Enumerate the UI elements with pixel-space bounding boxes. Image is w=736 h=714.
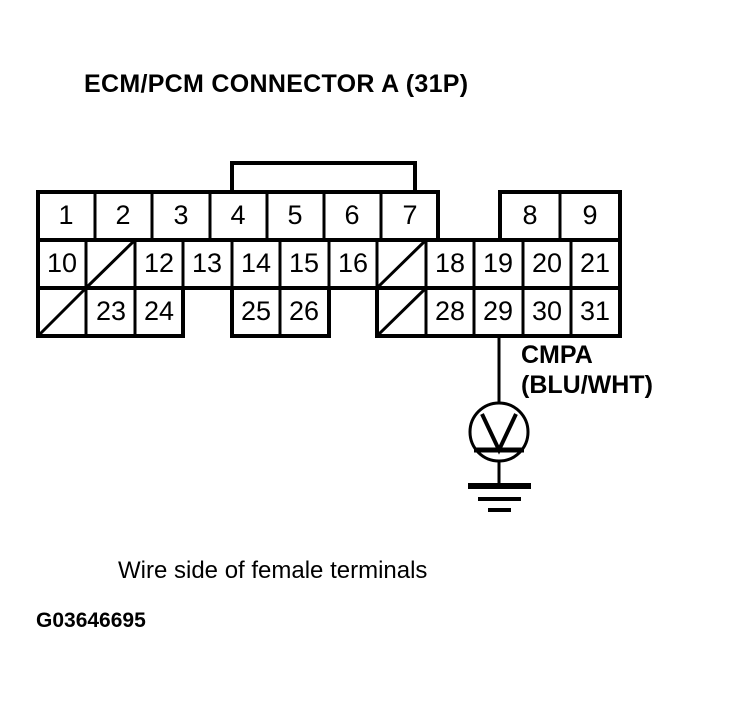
- pin-cell-18: 18: [435, 248, 465, 278]
- blocked-cavity-22-diagonal: [36, 286, 88, 338]
- connector-locking-tab: [230, 161, 417, 192]
- pin-cell-6: 6: [344, 200, 359, 230]
- wire-color-label: (BLU/WHT): [521, 371, 653, 399]
- pin-cell-28: 28: [435, 296, 465, 326]
- pin-cell-7: 7: [402, 200, 417, 230]
- pin-cell-25: 25: [241, 296, 271, 326]
- pin-cell-16: 16: [338, 248, 368, 278]
- figure-id: G03646695: [36, 609, 146, 632]
- page-title: ECM/PCM CONNECTOR A (31P): [84, 70, 469, 98]
- blocked-cavity-11-diagonal: [84, 238, 137, 290]
- pin-cell-23: 23: [96, 296, 126, 326]
- row3-left-block: [36, 288, 185, 338]
- pin-cell-2: 2: [115, 200, 130, 230]
- blocked-cavity-27-diagonal: [375, 286, 428, 338]
- pin-cell-10: 10: [47, 248, 77, 278]
- voltmeter-v-glyph: [480, 413, 518, 455]
- pin-cell-12: 12: [144, 248, 174, 278]
- pin-cell-31: 31: [580, 296, 610, 326]
- pin-cell-3: 3: [173, 200, 188, 230]
- pin-cell-13: 13: [192, 248, 222, 278]
- pin-cell-8: 8: [522, 200, 537, 230]
- pin-cell-5: 5: [287, 200, 302, 230]
- voltmeter-symbol: [468, 401, 530, 485]
- pin-cell-30: 30: [532, 296, 562, 326]
- pin-cell-14: 14: [241, 248, 271, 278]
- pin-cell-15: 15: [289, 248, 319, 278]
- pin-cell-4: 4: [230, 200, 245, 230]
- pin-cell-1: 1: [58, 200, 73, 230]
- pin-cell-24: 24: [144, 296, 174, 326]
- pin-cell-20: 20: [532, 248, 562, 278]
- pin-cell-26: 26: [289, 296, 319, 326]
- connector-row-3: 23 24 25 26 28 29 30 31: [36, 286, 622, 338]
- ground-symbol: [468, 483, 531, 512]
- pin-cell-19: 19: [483, 248, 513, 278]
- blocked-cavity-17-diagonal: [375, 238, 428, 290]
- connector-row-2: 10 12 13 14 15 16 18 19 20 21: [36, 238, 622, 290]
- connector-row-1: 1 2 3 4 5 6 7 8 9: [36, 190, 622, 242]
- pin-cell-29: 29: [483, 296, 513, 326]
- wire-signal-label: CMPA: [521, 341, 593, 369]
- pin-cell-21: 21: [580, 248, 610, 278]
- pin-cell-9: 9: [582, 200, 597, 230]
- diagram-caption: Wire side of female terminals: [118, 557, 428, 584]
